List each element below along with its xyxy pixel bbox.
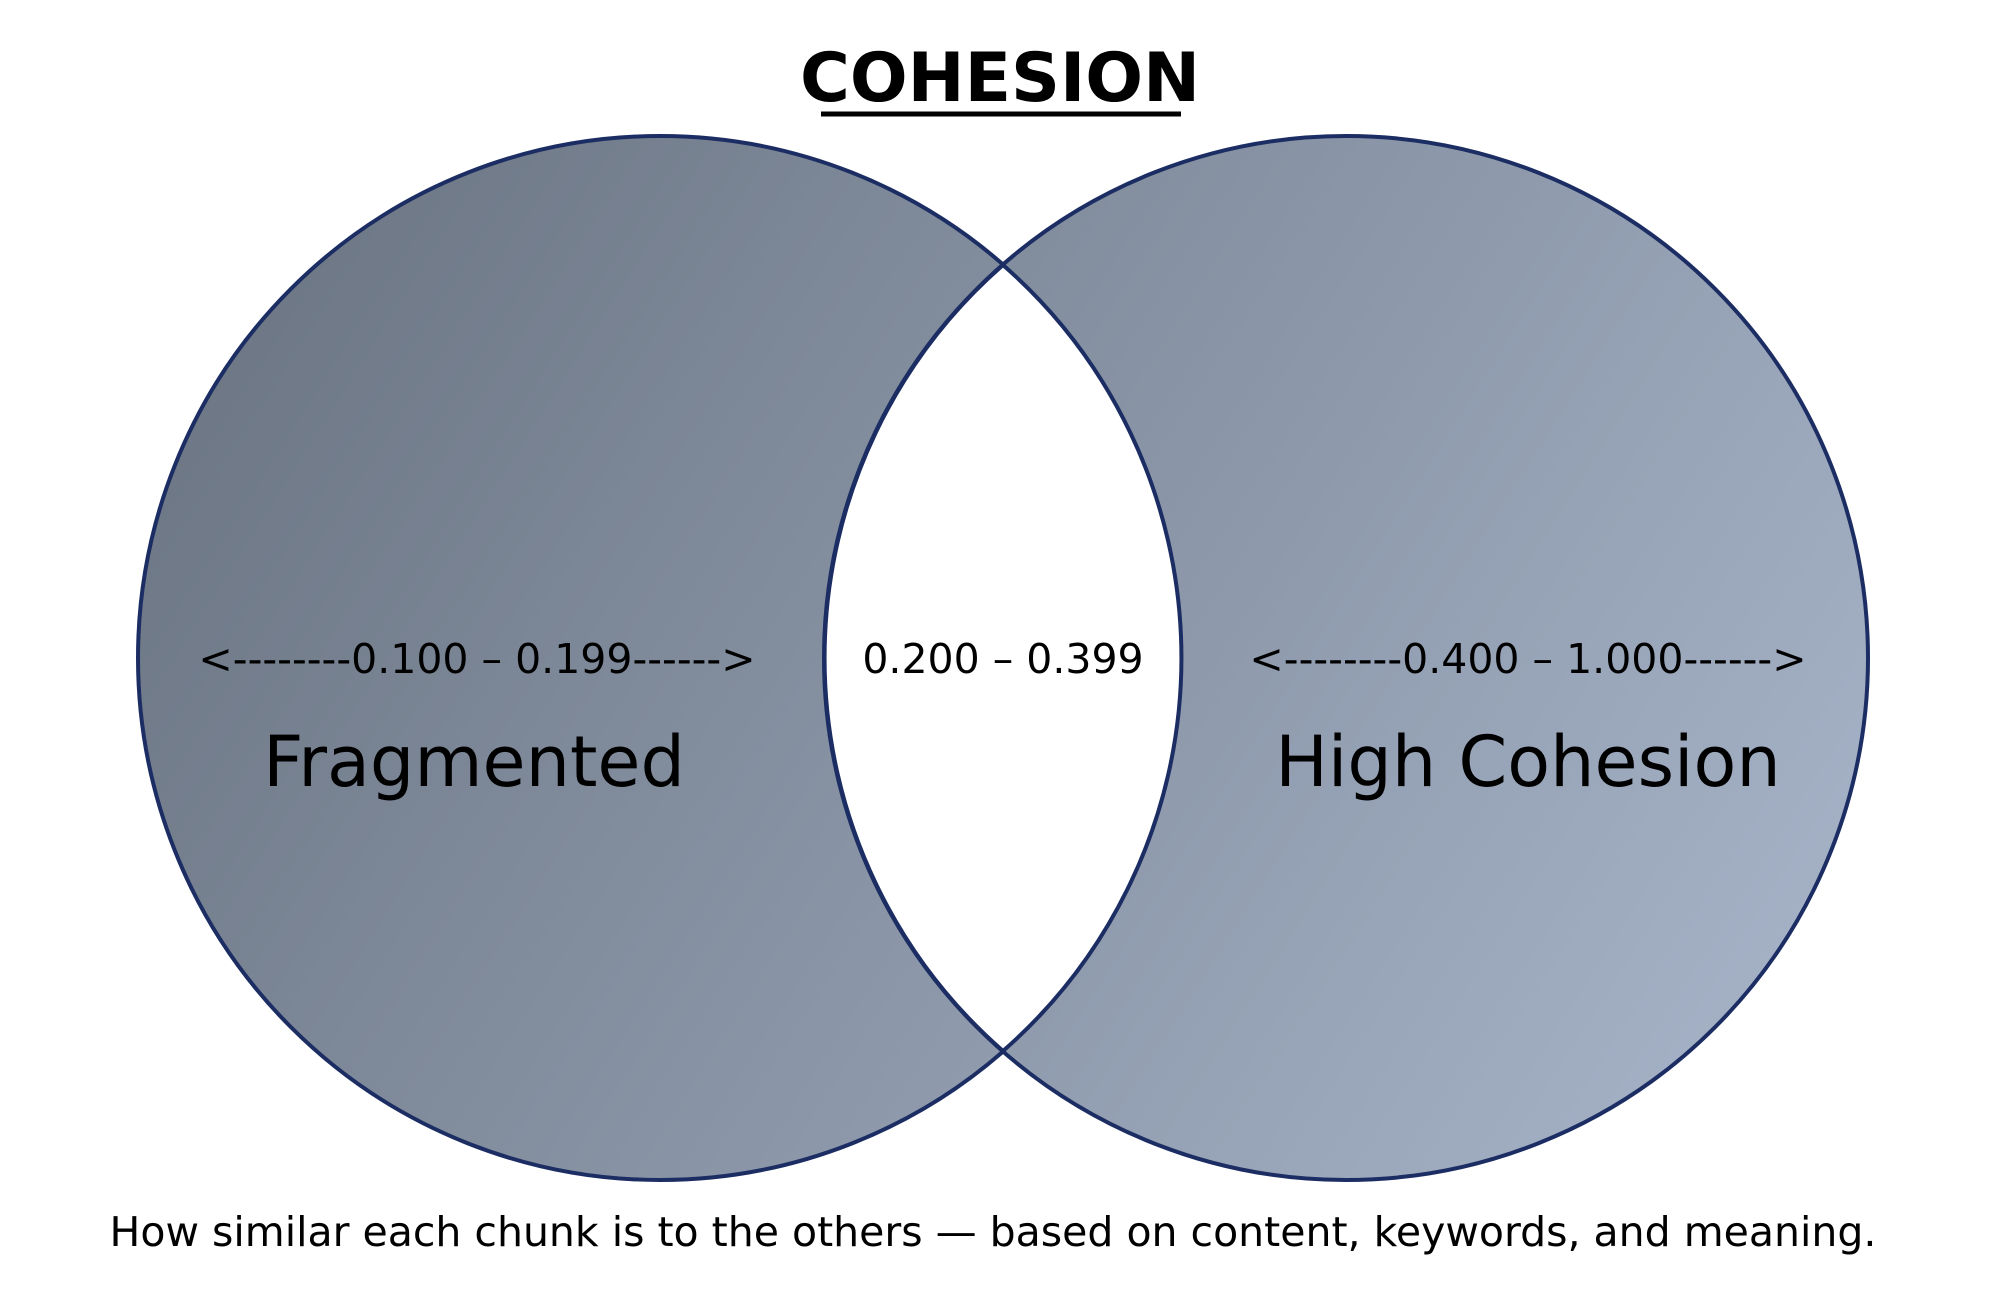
diagram-title: COHESION xyxy=(800,39,1200,118)
right-range-text: <--------0.400 – 1.000------> xyxy=(1249,635,1806,683)
overlap-region xyxy=(822,262,1184,1054)
right-label-high-cohesion: High Cohesion xyxy=(1275,721,1780,803)
caption-text: How similar each chunk is to the others … xyxy=(110,1208,1877,1256)
left-label-fragmented: Fragmented xyxy=(263,721,685,803)
left-range-text: <--------0.100 – 0.199------> xyxy=(198,635,755,683)
overlap-range-text: 0.200 – 0.399 xyxy=(862,635,1143,683)
